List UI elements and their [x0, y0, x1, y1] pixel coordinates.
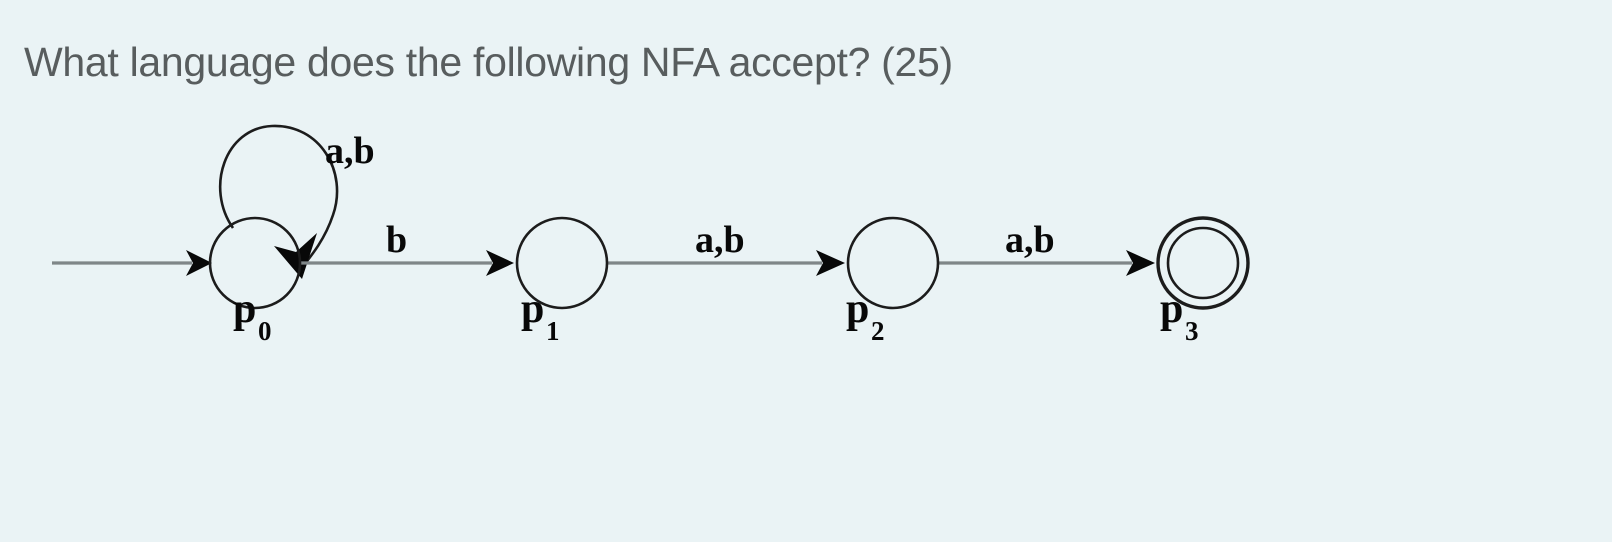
state-p1[interactable]: p 1: [515, 216, 609, 346]
state-p3-outer-circle[interactable]: [1156, 216, 1250, 310]
nfa-svg-canvas: a,b b a,b a,b p: [52, 124, 1250, 346]
start-arrowhead-icon: [186, 250, 212, 276]
edge-arrowhead-p2-p3-icon: [1126, 250, 1155, 276]
state-p1-label: p: [521, 286, 544, 332]
state-p3-inner-circle: [1166, 226, 1240, 300]
state-p0[interactable]: p 0: [208, 216, 302, 346]
self-loop-path: [218, 124, 339, 271]
transition-p0-p1: b: [300, 219, 514, 276]
page-title: What language does the following NFA acc…: [24, 39, 953, 85]
start-arrow: [52, 250, 212, 276]
state-p0-circle[interactable]: [208, 216, 302, 310]
transition-p1-p2: a,b: [607, 219, 845, 276]
transition-label-p0-p0: a,b: [325, 130, 375, 172]
state-p3[interactable]: p 3: [1156, 216, 1250, 346]
self-loop-arrowhead-icon: [274, 233, 317, 279]
edge-arrowhead-p0-p1-icon: [486, 250, 514, 276]
state-p1-subscript: 1: [546, 316, 560, 346]
transition-label-p0-p1: b: [386, 219, 407, 261]
state-p0-label: p: [233, 286, 256, 332]
state-p2-circle[interactable]: [846, 216, 940, 310]
nfa-diagram: a,b b a,b a,b p: [0, 100, 1400, 400]
state-p2[interactable]: p 2: [846, 216, 940, 346]
state-p0-subscript: 0: [258, 316, 272, 346]
transition-label-p2-p3: a,b: [1005, 219, 1055, 261]
transition-label-p1-p2: a,b: [695, 219, 745, 261]
state-p3-label: p: [1160, 286, 1183, 332]
state-p2-subscript: 2: [871, 316, 885, 346]
edge-arrowhead-p1-p2-icon: [816, 250, 845, 276]
state-p2-label: p: [846, 286, 869, 332]
state-p3-subscript: 3: [1185, 316, 1199, 346]
state-p1-circle[interactable]: [515, 216, 609, 310]
transition-p2-p3: a,b: [938, 219, 1155, 276]
transition-p0-p0: a,b: [218, 124, 375, 279]
